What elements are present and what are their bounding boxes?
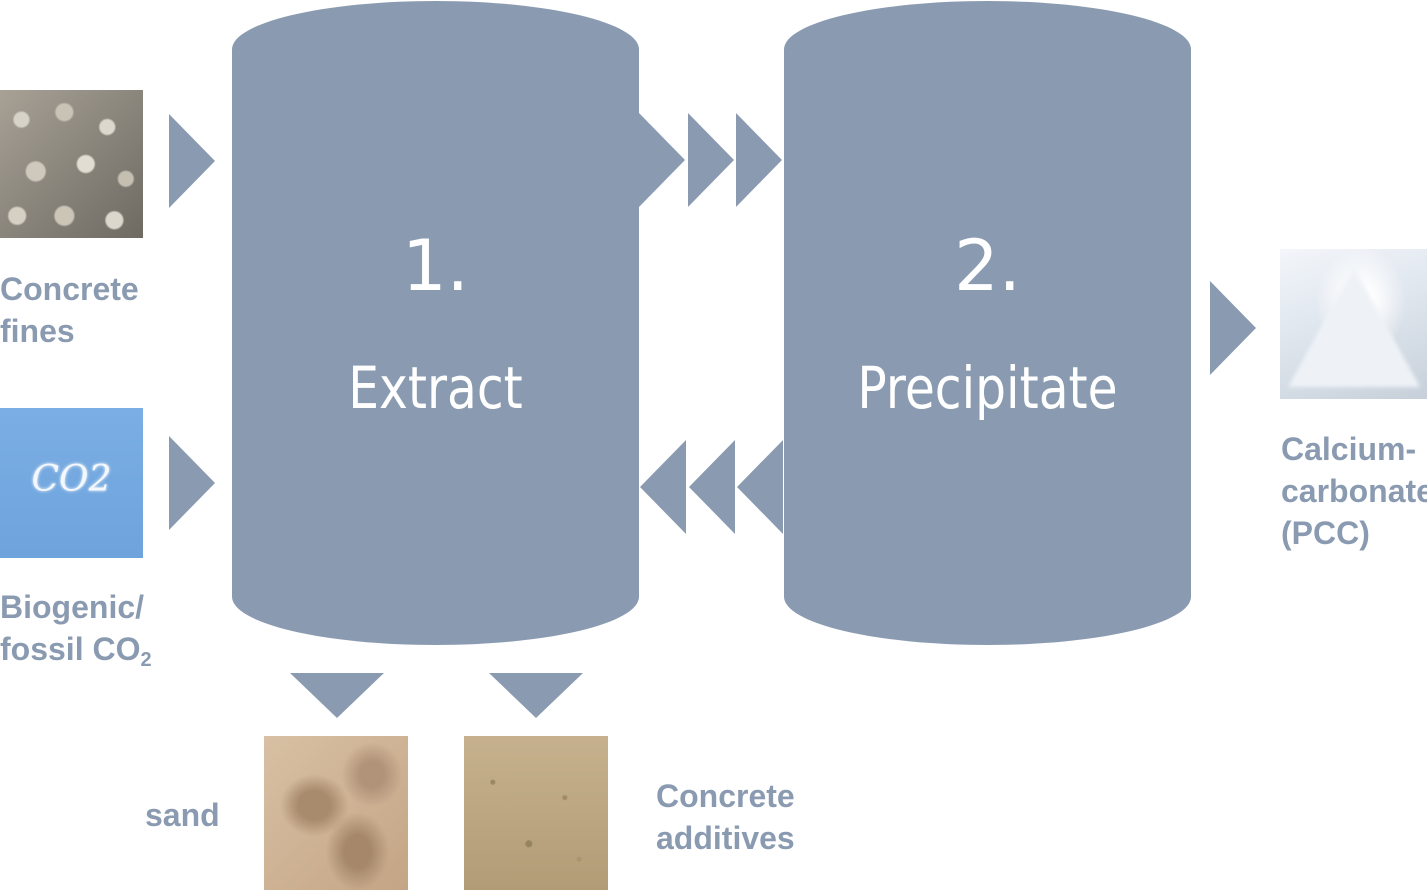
forward-arrow-3-icon	[736, 113, 782, 207]
calcium-carbonate-image	[1280, 249, 1427, 399]
caption-line: Concrete	[656, 778, 795, 814]
caption-line: additives	[656, 820, 795, 856]
step-2-label: Precipitate	[857, 354, 1118, 422]
step-1-label: Extract	[348, 354, 523, 422]
sand-image	[264, 736, 408, 890]
extract-tank: 1. Extract	[232, 1, 639, 645]
co2-caption: Biogenic/ fossil CO2	[0, 586, 152, 681]
caption-line: fossil CO2	[0, 628, 152, 681]
co2-input-arrow-icon	[169, 436, 215, 530]
pcc-output-arrow-icon	[1210, 281, 1256, 375]
caption-line: carbonate	[1281, 473, 1427, 509]
return-arrow-1-icon	[640, 440, 686, 534]
forward-arrow-1-icon	[639, 113, 685, 207]
sand-output-arrow-icon	[290, 673, 384, 718]
caption-text: fossil CO	[0, 631, 141, 667]
precipitate-tank: 2. Precipitate	[784, 1, 1191, 645]
caption-line: fines	[0, 313, 75, 349]
concrete-fines-caption: Concrete fines	[0, 268, 139, 352]
sand-caption: sand	[145, 797, 220, 833]
additives-output-arrow-icon	[489, 673, 583, 718]
co2-image-text: CO2	[31, 459, 112, 500]
return-arrow-3-icon	[737, 440, 783, 534]
caption-line: (PCC)	[1281, 515, 1370, 551]
concrete-input-arrow-icon	[169, 114, 215, 208]
step-2-number: 2.	[954, 225, 1021, 307]
caption-line: Concrete	[0, 271, 139, 307]
calcium-carbonate-caption: Calcium- carbonate (PCC)	[1281, 428, 1427, 554]
co2-subscript: 2	[140, 649, 152, 671]
concrete-fines-image	[0, 90, 143, 238]
caption-line: Biogenic/	[0, 589, 145, 625]
forward-arrow-2-icon	[688, 113, 734, 207]
return-arrow-2-icon	[689, 440, 735, 534]
step-1-number: 1.	[402, 225, 469, 307]
co2-image: CO2	[0, 408, 143, 558]
concrete-additives-image	[464, 736, 608, 890]
caption-line: Calcium-	[1281, 431, 1417, 467]
concrete-additives-caption: Concrete additives	[656, 775, 795, 859]
